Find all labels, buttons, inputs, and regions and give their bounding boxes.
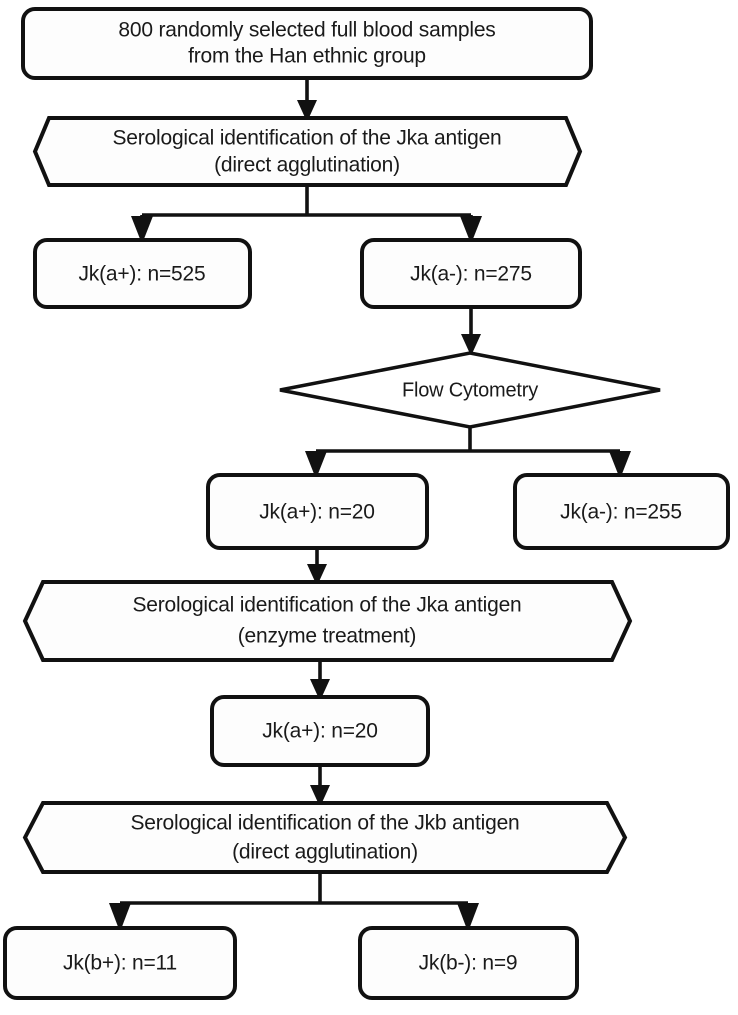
jka-neg-275-label: Jk(a-): n=275 xyxy=(410,263,532,286)
node-jka-pos-20-flow[interactable]: Jk(a+): n=20 xyxy=(206,473,429,550)
serology-jka-enzyme-line2: (enzyme treatment) xyxy=(238,625,416,648)
source-sample-shape xyxy=(21,7,593,80)
serology-jkb-direct-line1: Serological identification of the Jkb an… xyxy=(130,812,519,835)
node-serology-jkb-direct[interactable]: Serological identification of the Jkb an… xyxy=(22,801,628,874)
serology-jka-enzyme-line1: Serological identification of the Jka an… xyxy=(132,594,521,617)
edge-jkb-serology-split xyxy=(109,872,479,932)
node-jka-pos-20-confirmed[interactable]: Jk(a+): n=20 xyxy=(210,695,430,767)
node-jka-neg-255-flow[interactable]: Jk(a-): n=255 xyxy=(513,473,730,550)
jkb-pos-11-shape xyxy=(3,926,237,1000)
node-serology-jka-direct[interactable]: Serological identification of the Jka an… xyxy=(32,116,583,187)
node-source-sample[interactable]: 800 randomly selected full blood samples… xyxy=(21,7,593,80)
edge-jka-pos20-to-jkb-serology xyxy=(310,765,330,807)
flow-cytometry-label: Flow Cytometry xyxy=(402,379,538,401)
connectors-layer xyxy=(109,78,631,932)
edge-jka-pos20-to-enzyme xyxy=(307,548,327,586)
jkb-pos-11-label: Jk(b+): n=11 xyxy=(63,952,177,975)
jkb-neg-9-label: Jk(b-): n=9 xyxy=(419,952,518,975)
serology-jkb-direct-shape xyxy=(22,801,628,874)
node-jka-neg-275[interactable]: Jk(a-): n=275 xyxy=(360,238,582,309)
node-flow-cytometry[interactable]: Flow Cytometry xyxy=(279,351,661,429)
serology-jka-direct-line1: Serological identification of the Jka an… xyxy=(112,127,501,150)
edge-serology-jka-split xyxy=(131,185,482,244)
serology-jka-direct-shape xyxy=(32,116,583,187)
jka-pos-20-confirmed-shape xyxy=(210,695,430,767)
node-jkb-pos-11[interactable]: Jk(b+): n=11 xyxy=(3,926,237,1000)
serology-jka-direct-line2: (direct agglutination) xyxy=(214,154,400,177)
flow-cytometry-shape xyxy=(279,351,661,429)
jka-neg-255-flow-label: Jk(a-): n=255 xyxy=(560,501,682,524)
serology-jkb-direct-line2: (direct agglutination) xyxy=(232,841,418,864)
jka-pos-525-shape xyxy=(33,238,252,309)
jka-pos-20-flow-label: Jk(a+): n=20 xyxy=(259,501,375,524)
jka-neg-275-shape xyxy=(360,238,582,309)
source-sample-line2: from the Han ethnic group xyxy=(188,45,426,68)
edge-source-to-serology-jka xyxy=(297,78,317,122)
edge-jka-neg-to-flow-cytometry xyxy=(461,307,481,356)
node-serology-jka-enzyme[interactable]: Serological identification of the Jka an… xyxy=(22,580,633,662)
jka-neg-255-flow-shape xyxy=(513,473,730,550)
jka-pos-20-flow-shape xyxy=(206,473,429,550)
serology-jka-enzyme-shape xyxy=(22,580,633,662)
node-jka-pos-525[interactable]: Jk(a+): n=525 xyxy=(33,238,252,309)
jkb-neg-9-shape xyxy=(358,926,579,1000)
edge-flow-cytometry-split xyxy=(305,427,631,479)
edge-enzyme-to-jka-pos20-confirmed xyxy=(310,660,330,701)
source-sample-line1: 800 randomly selected full blood samples xyxy=(118,19,495,42)
jka-pos-20-confirmed-label: Jk(a+): n=20 xyxy=(262,720,378,743)
jka-pos-525-label: Jk(a+): n=525 xyxy=(79,263,206,286)
node-jkb-neg-9[interactable]: Jk(b-): n=9 xyxy=(358,926,579,1000)
